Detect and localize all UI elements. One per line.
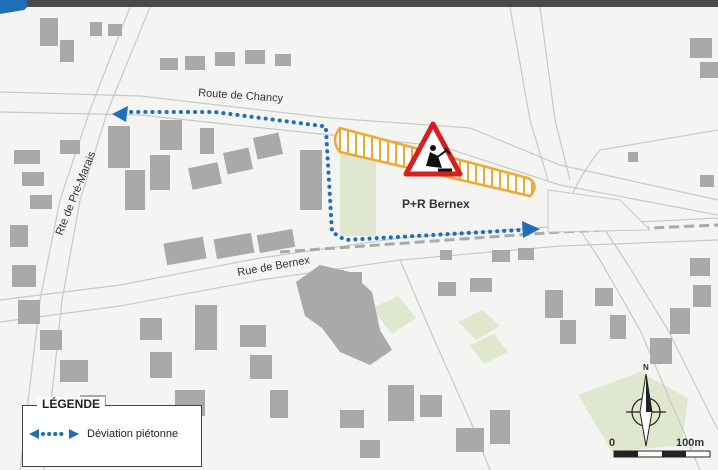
scale-bar	[613, 450, 711, 458]
detour-arrow-west	[112, 106, 128, 122]
place-label-p-r-bernex: P+R Bernex	[402, 197, 470, 211]
north-label: N	[643, 363, 649, 372]
scale-end-label: 100m	[676, 437, 704, 449]
detour-path-east	[324, 128, 522, 243]
green-areas	[340, 148, 688, 452]
legend-box: LÉGENDE Déviation piétonne	[22, 397, 202, 467]
header-bar	[0, 0, 718, 7]
roadwork-warning-icon	[403, 121, 463, 177]
legend-item-detour: Déviation piétonne	[29, 428, 178, 440]
scale-start-label: 0	[609, 437, 615, 449]
north-arrow-icon	[626, 373, 666, 447]
road-label-route-de-chancy: Route de Chancy	[198, 87, 284, 105]
detour-path-west	[124, 110, 324, 128]
parking-outline	[547, 189, 652, 233]
rail-line	[279, 223, 718, 254]
road-label-rue-de-bernex: Rue de Bernex	[236, 254, 311, 279]
header-badge	[0, 0, 28, 14]
detour-arrow-east	[522, 221, 540, 238]
legend-item-label: Déviation piétonne	[87, 428, 179, 440]
legend-title: LÉGENDE	[37, 397, 106, 411]
detour-legend-icon	[29, 429, 79, 439]
